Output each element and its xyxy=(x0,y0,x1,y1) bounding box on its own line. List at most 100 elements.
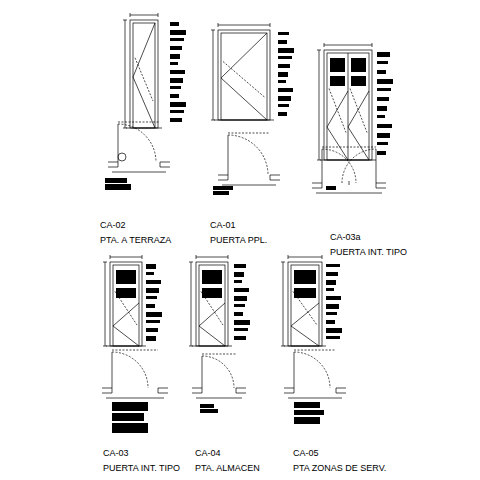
drawing-line xyxy=(288,257,322,258)
drawing-line xyxy=(191,262,192,346)
redacted-bar xyxy=(200,409,218,413)
door-figures xyxy=(102,13,393,433)
redacted-bar xyxy=(105,178,127,183)
redacted-bar xyxy=(234,296,247,301)
drawing-line xyxy=(106,398,164,399)
frame-rect xyxy=(324,50,372,160)
drawing-line xyxy=(376,183,377,188)
redacted-bar xyxy=(326,312,337,315)
redacted-bar xyxy=(326,280,336,285)
redacted-bar xyxy=(213,186,233,190)
drawing-line xyxy=(125,20,126,128)
drawing-line xyxy=(102,393,112,394)
drawing-line xyxy=(112,352,113,388)
redacted-bar xyxy=(146,264,156,269)
redacted-bar xyxy=(294,402,320,408)
redacted-bar xyxy=(170,54,180,59)
drawing-line xyxy=(192,393,202,394)
drawing-line xyxy=(115,291,137,325)
drawing-line xyxy=(312,188,322,189)
drawing-line xyxy=(113,303,139,326)
drawing-line xyxy=(160,162,170,163)
drawing-line xyxy=(236,388,237,393)
redacted-bar xyxy=(377,97,389,101)
redacted-bar xyxy=(116,288,136,298)
drawing-line xyxy=(350,89,367,133)
redacted-bar xyxy=(330,76,345,86)
redacted-bar xyxy=(146,336,156,341)
drawing-line xyxy=(192,388,202,389)
drawing-line xyxy=(108,162,118,163)
frame-rect xyxy=(110,262,142,346)
drawing-line xyxy=(228,255,229,259)
redacted-bar xyxy=(112,423,148,433)
redacted-bar xyxy=(234,304,245,307)
drawing-line xyxy=(324,45,372,46)
redacted-bar xyxy=(278,80,286,83)
redacted-bar xyxy=(200,404,214,408)
drawing-line xyxy=(291,326,319,346)
drawing-line xyxy=(317,50,321,51)
frame-rect xyxy=(291,265,319,346)
drawing-line xyxy=(158,388,168,389)
redacted-bar xyxy=(326,272,338,276)
drawing-line xyxy=(218,180,228,181)
drawing-line xyxy=(291,303,319,326)
drawing-line xyxy=(102,388,112,389)
redacted-bar xyxy=(377,79,393,84)
drawing-line xyxy=(103,262,107,263)
drawing-line xyxy=(348,127,369,160)
redacted-bar xyxy=(377,142,388,145)
drawing-line xyxy=(322,149,323,183)
door-swing-arc xyxy=(322,149,356,183)
drawing-line xyxy=(110,255,111,259)
drawing-line xyxy=(327,91,348,127)
drawing-line xyxy=(376,183,386,184)
door-swing-arc xyxy=(294,352,330,388)
drawing-line xyxy=(108,167,118,168)
drawing-line xyxy=(288,398,342,399)
door-code: CA-05 xyxy=(293,448,319,459)
drawing-line xyxy=(228,175,229,180)
redacted-bar xyxy=(326,296,341,300)
drawing-line xyxy=(126,128,162,129)
redacted-bar xyxy=(112,402,148,411)
redacted-bar xyxy=(278,112,287,116)
drawing-line xyxy=(316,193,382,194)
door-swing-arc xyxy=(118,124,156,162)
drawing-line xyxy=(130,15,158,16)
redacted-bar xyxy=(170,78,183,83)
redacted-bar xyxy=(170,110,184,113)
drawing-line xyxy=(123,20,127,21)
drawing-line xyxy=(113,326,139,346)
redacted-bar xyxy=(326,186,336,190)
drawing-line xyxy=(218,23,219,27)
redacted-bar xyxy=(278,72,288,77)
drawing-line xyxy=(135,58,153,101)
redacted-bar xyxy=(326,264,340,267)
drawing-line xyxy=(228,135,229,175)
redacted-bar xyxy=(278,32,289,35)
redacted-bar xyxy=(146,288,159,293)
redacted-bar xyxy=(170,102,186,107)
redacted-bar xyxy=(377,106,387,111)
drawing-line xyxy=(312,183,322,184)
redacted-bar xyxy=(326,288,334,291)
drawing-line xyxy=(223,62,265,98)
drawing-line xyxy=(270,175,271,180)
redacted-bar xyxy=(170,30,186,35)
redacted-bar xyxy=(213,191,229,195)
door-swing-arc xyxy=(202,356,234,388)
drawing-line xyxy=(349,181,350,185)
drawing-line xyxy=(236,388,246,389)
drawing-line xyxy=(192,346,232,347)
drawing-line xyxy=(294,388,295,393)
redacted-bar xyxy=(278,64,290,68)
drawing-line xyxy=(199,326,225,346)
redacted-bar xyxy=(146,312,162,317)
redacted-bar xyxy=(146,304,155,308)
drawing-line xyxy=(133,77,155,128)
redacted-bar xyxy=(105,184,131,190)
drawing-line xyxy=(160,167,170,168)
redacted-bar xyxy=(170,46,182,50)
